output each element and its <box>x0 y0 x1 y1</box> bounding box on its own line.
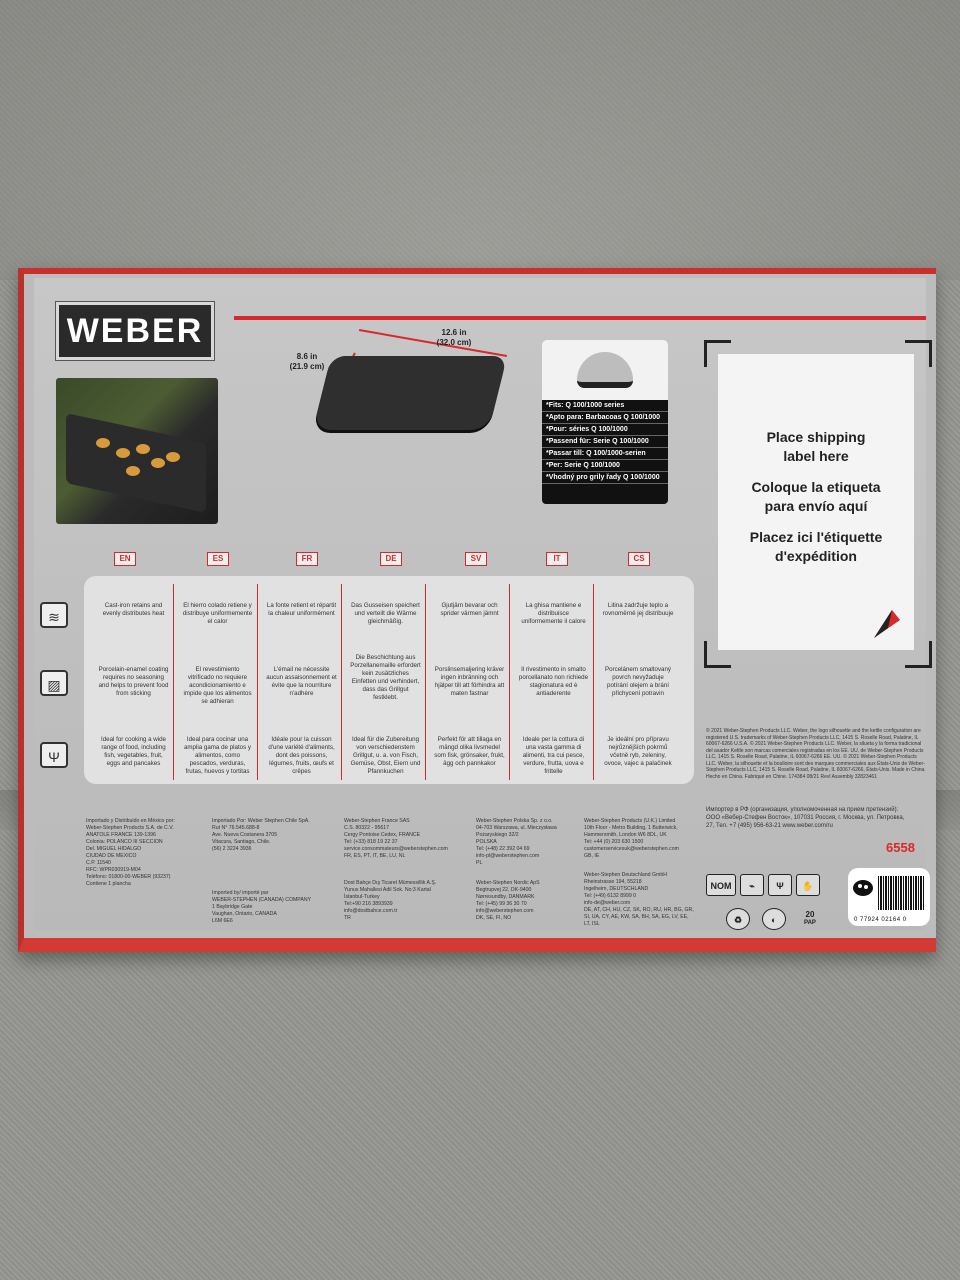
product-code: 6558 <box>886 840 915 855</box>
lang-badge: DE <box>380 552 402 566</box>
importer-france: Weber-Stephen France SAS C.S. 80322 - 95… <box>344 818 448 859</box>
lang-badge: FR <box>296 552 318 566</box>
couch-backrest <box>0 0 960 280</box>
fits-item: *Fits: Q 100/1000 series <box>542 400 668 412</box>
importer-mexico: Importado y Distribuido en México por: W… <box>86 818 175 887</box>
importer-germany: Weber-Stephen Deutschland GmbH Rheinstra… <box>584 872 694 927</box>
importer-chile: Importado Por: Weber Stephen Chile SpA. … <box>212 818 310 852</box>
label-line: Placez ici l'étiquette <box>749 529 883 545</box>
hand-wash-icon: ✋ <box>796 874 820 896</box>
fits-item: *Pour: séries Q 100/1000 <box>542 424 668 436</box>
label-line: d'expédition <box>775 548 857 564</box>
griddle-photo <box>56 378 218 524</box>
legal-text: © 2021 Weber-Stephen Products LLC. Weber… <box>706 728 926 780</box>
lang-badge: EN <box>114 552 136 566</box>
feature-text: Litina zadržuje teplo a rovnoměrně jej d… <box>602 602 674 617</box>
feature-text: Ideal para cocinar una amplia gama de pl… <box>183 736 252 775</box>
fits-item: *Apto para: Barbacoas Q 100/1000 <box>542 412 668 424</box>
griddle-surface-icon: ▨ <box>40 670 68 696</box>
lang-badge: SV <box>465 552 487 566</box>
feature-column-cs: Litina zadržuje teplo a rovnoměrně jej d… <box>598 584 678 780</box>
weber-swoosh-icon <box>874 610 900 638</box>
feature-column-it: La ghisa mantiene e distribuisce uniform… <box>514 584 594 780</box>
feature-column-es: El hierro colado retiene y distribuye un… <box>178 584 258 780</box>
feature-text: Ideal for cooking a wide range of food, … <box>100 736 166 767</box>
griddle-diagram: 12.6 in (32.0 cm) 8.6 in (21.9 cm) <box>282 328 527 448</box>
nom-mark-icon: NOM <box>706 874 736 896</box>
russia-importer-text: Импортер в РФ (организация, уполномоченн… <box>706 807 905 829</box>
feature-text: Perfekt för att tillaga en mängd olika l… <box>434 736 505 767</box>
feature-text: Porcelánem smaltovaný povrch nevyžaduje … <box>604 666 672 697</box>
utensils-icon: Ψ <box>40 742 68 768</box>
product-box: WEBER 12.6 in (32.0 cm) 8.6 in (21.9 cm)… <box>18 268 936 952</box>
label-line: para envío aquí <box>764 498 868 514</box>
fits-item: *Passend für: Serie Q 100/1000 <box>542 436 668 448</box>
feature-text: Porcelain-enamel coating requires no sea… <box>98 666 169 697</box>
q-grill-image <box>542 340 668 400</box>
lang-badge: CS <box>628 552 650 566</box>
weber-logo: WEBER <box>55 301 215 361</box>
box-back-panel: WEBER 12.6 in (32.0 cm) 8.6 in (21.9 cm)… <box>34 278 932 930</box>
label-line: Coloque la etiqueta <box>751 479 881 495</box>
shipping-label-area: Place shipping label here Coloque la eti… <box>704 340 932 668</box>
barcode: 0 77924 02164 0 <box>848 868 930 926</box>
language-codes: EN ES FR DE SV IT CS <box>114 552 684 566</box>
utensils-small-icon: Ψ <box>768 874 792 896</box>
pap-recycle-icon: 20 PAP <box>798 908 822 930</box>
importer-poland: Weber-Stephen Polska Sp. z o.o. 04-703 W… <box>476 818 557 866</box>
shipping-label-box: Place shipping label here Coloque la eti… <box>718 354 914 650</box>
heat-distribution-icon: ≋ <box>40 602 68 628</box>
importer-canada: Imported by/ importé par WEBER-STEPHEN (… <box>212 890 312 924</box>
feature-column-de: Das Gusseisen speichert und verteilt die… <box>346 584 426 780</box>
feature-text: La fonte retient et répartit la chaleur … <box>266 602 337 617</box>
width-dimension: 12.6 in (32.0 cm) <box>436 328 472 347</box>
green-dot-icon: ◐ <box>762 908 786 930</box>
lang-badge: ES <box>207 552 229 566</box>
feature-column-fr: La fonte retient et répartit la chaleur … <box>262 584 342 780</box>
griddle-shape <box>312 356 508 430</box>
fits-item: *Vhodný pro grily řady Q 100/1000 <box>542 472 668 484</box>
feature-text: Ideale per la cottura di una vasta gamma… <box>522 736 585 775</box>
pap-number: 20 <box>805 910 815 919</box>
feature-column-sv: Gjutjärn bevarar och sprider värmen jämn… <box>430 584 510 780</box>
barcode-logo-icon <box>853 880 873 896</box>
importer-nordic: Weber-Stephen Nordic ApS Begtrupvej 22, … <box>476 880 540 921</box>
feature-text: Cast-iron retains and evenly distributes… <box>102 602 165 617</box>
fits-item: *Passar till: Q 100/1000-serien <box>542 448 668 460</box>
feature-text: El hierro colado retiene y distribuye un… <box>182 602 253 625</box>
red-stripe <box>234 316 926 320</box>
feature-text: Idéale pour la cuisson d'une variété d'a… <box>268 736 335 775</box>
importer-uk: Weber-Stephen Products (U.K.) Limited 10… <box>584 818 679 859</box>
feature-text: Die Beschichtung aus Porzellanemaille er… <box>350 654 421 701</box>
features-panel: Cast-iron retains and evenly distributes… <box>84 576 694 784</box>
feature-column-en: Cast-iron retains and evenly distributes… <box>94 584 174 780</box>
recycle-icon: ♻ <box>726 908 750 930</box>
label-line: Place shipping <box>766 429 866 445</box>
barcode-number: 0 77924 02164 0 <box>854 917 907 923</box>
fits-item: *Per: Serie Q 100/1000 <box>542 460 668 472</box>
feature-text: Ideal für die Zubereitung von verschiede… <box>350 736 421 775</box>
feature-text: Das Gusseisen speichert und verteilt die… <box>351 602 420 625</box>
feature-text: La ghisa mantiene e distribuisce uniform… <box>521 602 586 625</box>
feature-text: El revestimiento vitrificado no requiere… <box>183 666 252 705</box>
feature-text: L'émail ne nécessite aucun assaisonnemen… <box>266 666 337 697</box>
fits-list: *Fits: Q 100/1000 series *Apto para: Bar… <box>542 340 668 504</box>
barcode-bars <box>878 876 924 910</box>
importer-turkey: Dost Bahçe Dış Ticaret Mümessillik A.Ş. … <box>344 880 437 921</box>
food-safe-icon: ⌁ <box>740 874 764 896</box>
feature-text: Je ideální pro přípravu nejrůznějších po… <box>604 736 672 767</box>
feature-text: Porslinsemaljering kräver ingen inbränni… <box>434 666 505 697</box>
feature-text: Gjutjärn bevarar och sprider värmen jämn… <box>440 602 499 617</box>
depth-dimension: 8.6 in (21.9 cm) <box>289 352 325 371</box>
feature-text: Il rivestimento in smalto porcellanato n… <box>518 666 589 697</box>
lang-badge: IT <box>546 552 568 566</box>
pap-label: PAP <box>804 920 816 926</box>
label-line: label here <box>783 448 849 464</box>
